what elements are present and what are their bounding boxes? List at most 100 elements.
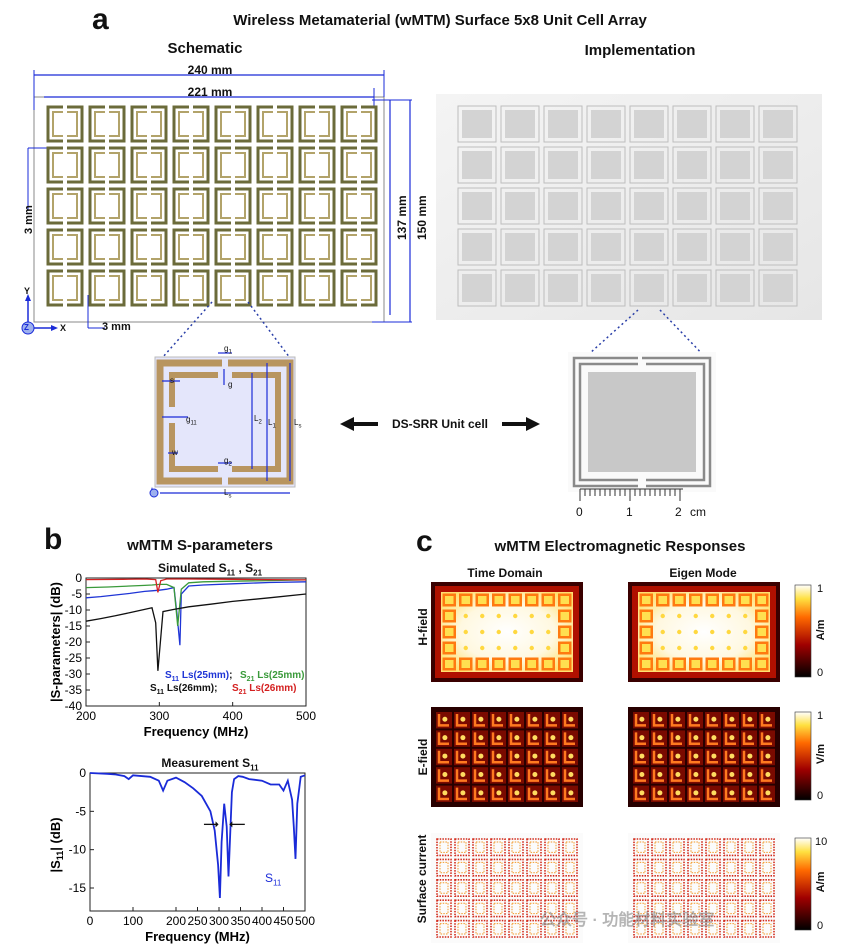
e-hot — [688, 769, 700, 782]
e-hot — [455, 787, 467, 801]
x-tick-label: 300 — [149, 709, 169, 723]
y-tick-label: 0 — [79, 766, 86, 780]
h-spot — [529, 613, 534, 619]
current-loop-inner — [762, 861, 772, 874]
x-tick-label: 500 — [295, 914, 315, 928]
scale-tick-1: 1 — [626, 505, 633, 519]
current-loop-inner — [654, 841, 664, 853]
h-spot — [693, 629, 698, 635]
e-hot — [527, 769, 539, 782]
schematic-cell — [130, 187, 168, 225]
e-hot — [455, 750, 467, 764]
current-loop-inner — [529, 923, 539, 935]
e-spot — [657, 753, 663, 759]
current-loop-inner — [726, 882, 736, 894]
x-axis-label: Frequency (MHz) — [144, 724, 249, 739]
photo-cell — [715, 228, 755, 266]
h-spot — [513, 629, 518, 635]
schematic-cell — [298, 146, 336, 184]
current-loop — [454, 838, 470, 857]
current-loop-inner — [744, 841, 754, 853]
h-spot — [677, 645, 682, 651]
e-hot — [473, 769, 485, 782]
current-loop-inner — [690, 902, 700, 915]
e-spot — [550, 790, 556, 796]
current-loop — [472, 878, 488, 897]
current-loop — [633, 838, 649, 857]
x-tick-label: 500 — [296, 709, 316, 723]
e-hot — [670, 787, 682, 801]
current-loop-inner — [565, 841, 575, 853]
photo-cell — [629, 146, 669, 184]
axis-x-label: X — [60, 323, 67, 333]
e-spot — [496, 790, 502, 796]
current-loop-inner — [654, 923, 664, 935]
current-loop — [759, 878, 775, 897]
y-tick-label: -40 — [65, 699, 83, 713]
current-loop — [651, 878, 667, 897]
h-spot — [529, 629, 534, 635]
label-g2: g2 — [224, 456, 232, 468]
current-loop — [436, 899, 452, 918]
sim-chart-title: Simulated S11 , S21 — [157, 561, 263, 578]
e-spot — [568, 790, 574, 796]
current-loop — [544, 899, 560, 918]
photo-cell — [457, 228, 497, 266]
current-loop-inner — [708, 902, 718, 915]
scale-tick-0: 0 — [576, 505, 583, 519]
current-loop — [454, 899, 470, 918]
photo-cell — [586, 269, 626, 307]
schematic-array — [21, 70, 412, 335]
h-cell-core — [691, 596, 700, 604]
y-tick-label: -15 — [65, 619, 83, 633]
e-spot — [478, 790, 484, 796]
h-spot — [743, 613, 748, 619]
e-spot — [639, 753, 645, 759]
h-cell-core — [560, 660, 569, 668]
h-spot — [677, 613, 682, 619]
e-spot — [496, 735, 502, 741]
e-spot — [675, 771, 681, 777]
current-loop — [687, 899, 703, 918]
current-loop-inner — [457, 902, 467, 915]
h-cell-core — [708, 596, 717, 604]
h-cell-core — [708, 660, 717, 668]
bandwidth-arrowhead — [229, 821, 233, 828]
current-loop-inner — [511, 841, 521, 853]
e-hot — [527, 750, 539, 764]
unit-cell-photo — [568, 352, 716, 492]
schematic-cell — [46, 146, 84, 184]
current-loop — [454, 858, 470, 877]
current-loop-inner — [493, 861, 503, 874]
current-loop — [490, 838, 506, 857]
h-cell-core — [642, 628, 651, 636]
h-cell-core — [544, 596, 553, 604]
implementation-label: Implementation — [584, 42, 696, 59]
current-loop — [436, 919, 452, 938]
e-spot — [747, 735, 753, 741]
e-hot — [652, 714, 664, 727]
x-tick-label: 300 — [209, 914, 229, 928]
e-hot — [437, 732, 449, 746]
e-hot — [706, 787, 718, 801]
e-hot — [742, 750, 754, 764]
current-loop — [669, 878, 685, 897]
cb-s-min: 0 — [817, 920, 824, 932]
e-spot — [765, 771, 771, 777]
e-spot — [514, 716, 520, 722]
current-loop-inner — [690, 861, 700, 874]
surface-current-map — [431, 833, 583, 943]
current-loop — [687, 858, 703, 877]
current-loop-inner — [672, 902, 682, 915]
e-spot — [639, 735, 645, 741]
legend-entry: S11 Ls(26mm); — [150, 683, 217, 696]
h-spot — [726, 645, 731, 651]
current-loop-inner — [762, 923, 772, 935]
e-hot — [652, 732, 664, 746]
current-loop-inner — [636, 902, 646, 915]
e-spot — [693, 790, 699, 796]
current-loop-inner — [457, 882, 467, 894]
e-spot — [765, 753, 771, 759]
e-spot — [675, 790, 681, 796]
current-loop — [472, 899, 488, 918]
